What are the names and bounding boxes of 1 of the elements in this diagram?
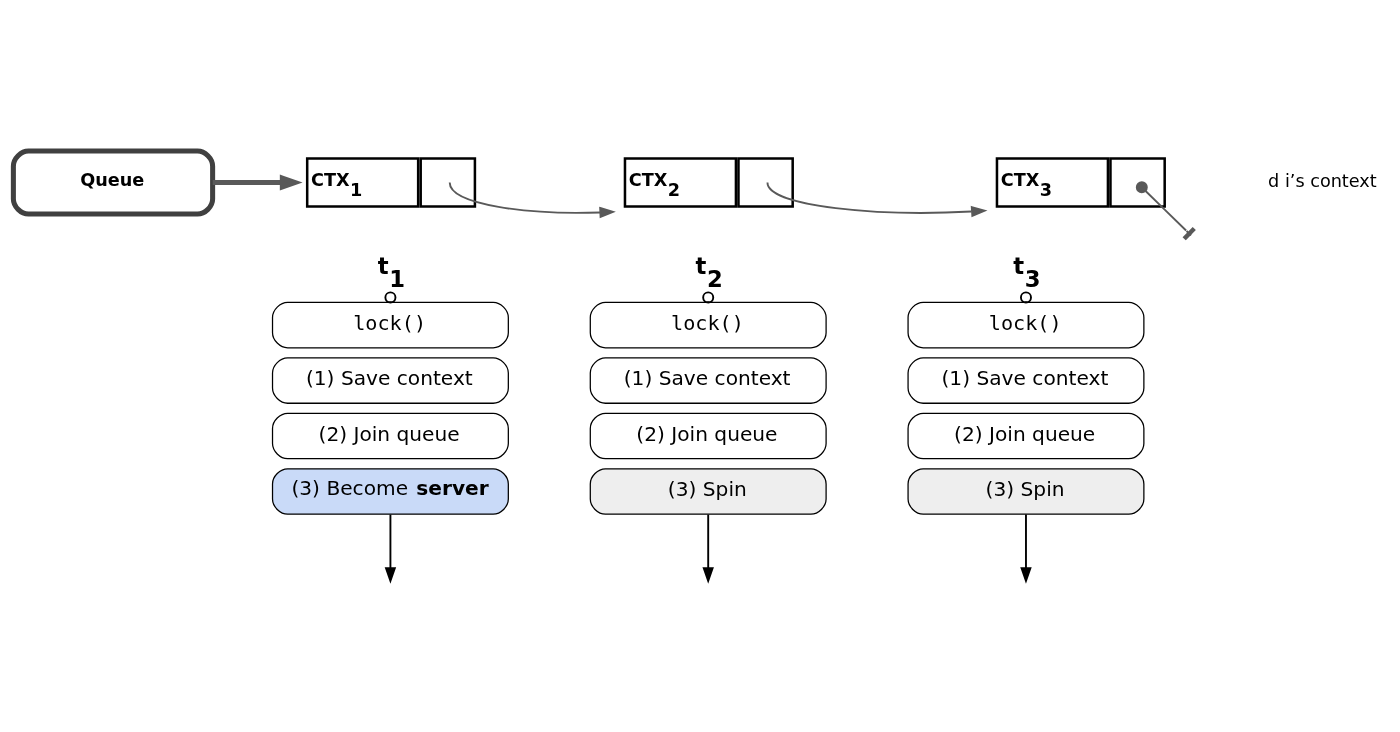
label: d i’s context [1268,170,1377,191]
